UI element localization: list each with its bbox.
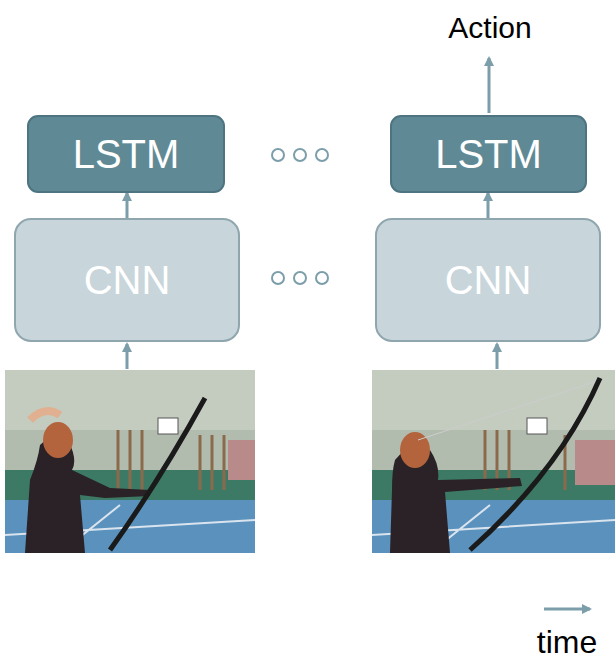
input-arrow [126,344,129,369]
node-label: LSTM [73,132,180,176]
node-label: LSTM [435,132,542,176]
caption-label: Action [448,11,531,44]
connector-arrow [126,193,129,218]
lstm-box: LSTM [27,115,225,193]
input-arrow [496,344,499,369]
node-label: CNN [445,258,532,302]
ellipsis-dots [272,149,328,284]
lstm-box: LSTM [390,115,587,193]
video-frame [372,370,615,553]
cnn-box: CNN [14,218,240,342]
connector-arrow [487,193,490,218]
output-arrow [488,58,491,113]
caption-label: time [537,625,597,660]
node-label: CNN [84,258,171,302]
cnn-box: CNN [375,218,601,342]
video-frame [5,370,255,553]
time-arrow [544,608,590,611]
